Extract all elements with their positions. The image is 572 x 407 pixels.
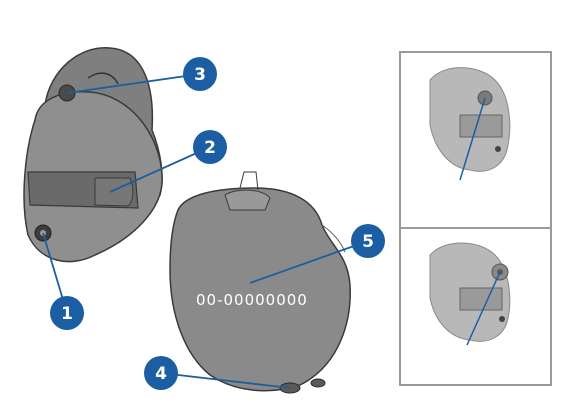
inset-door-top — [459, 114, 503, 138]
callout-5-label: 5 — [362, 232, 374, 252]
callout-4: 4 — [144, 356, 178, 390]
inset-button-top — [495, 146, 501, 152]
inset-panel-top — [399, 51, 552, 229]
serial-number: 00-00000000 — [196, 291, 308, 309]
inset-panel-bottom — [399, 227, 552, 386]
leader-4 — [160, 372, 291, 389]
inset-pointer-bottom — [466, 271, 501, 346]
receiver-outlet-2 — [310, 378, 326, 388]
callout-2-circle — [193, 130, 227, 164]
callout-5-circle — [351, 224, 385, 258]
compartment-line — [239, 171, 259, 191]
leader-lines — [42, 73, 369, 389]
callout-3: 3 — [183, 57, 217, 91]
inset-pointer-top — [459, 97, 486, 181]
hearing-aid-front-view: 00-00000000 — [169, 171, 351, 394]
pull-wire — [87, 72, 119, 85]
inset-button-bottom — [499, 316, 505, 322]
battery-compartment — [224, 189, 271, 211]
inset-door-bottom — [459, 287, 503, 311]
callout-3-label: 3 — [194, 65, 206, 85]
callout-1: 1 — [50, 296, 84, 330]
callout-5: 5 — [351, 224, 385, 258]
battery-door-tab — [94, 177, 134, 207]
callout-4-label: 4 — [155, 364, 167, 384]
callout-1-circle — [50, 296, 84, 330]
leader-2 — [109, 146, 211, 193]
hearing-aid-side-view — [23, 47, 163, 263]
callout-2-label: 2 — [204, 138, 216, 158]
device-body — [169, 187, 351, 392]
callout-3-circle — [183, 57, 217, 91]
callout-1-label: 1 — [61, 304, 73, 324]
leader-3 — [66, 73, 201, 94]
callout-2: 2 — [193, 130, 227, 164]
leader-5 — [249, 240, 369, 284]
callout-4-circle — [144, 356, 178, 390]
